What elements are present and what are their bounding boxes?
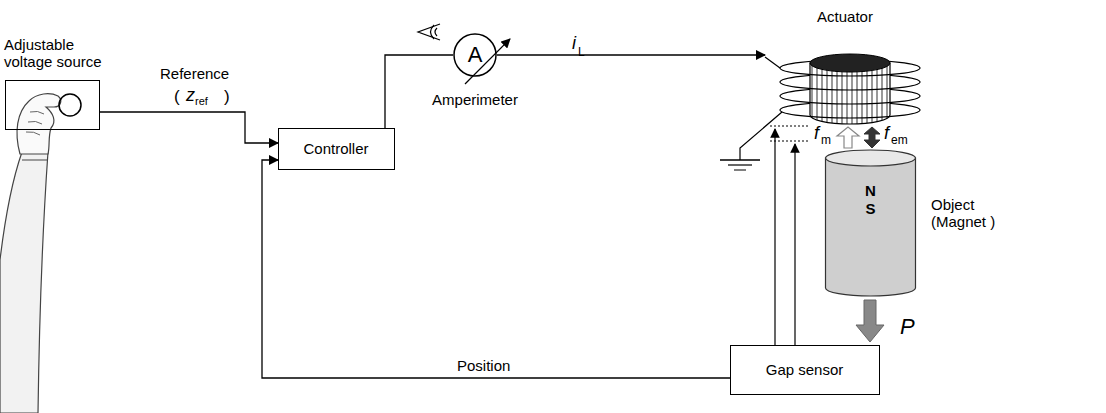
eye-symbol [418, 24, 440, 40]
variable-symbol: z [186, 86, 195, 104]
core-top [810, 54, 890, 72]
node-sublabel: Amperimeter [423, 91, 527, 108]
actuator-node: Actuator [765, 8, 925, 125]
node-sublabel: S [823, 200, 918, 217]
coil-winding [780, 68, 920, 76]
coil-lead [765, 57, 780, 68]
magnet-shape [823, 148, 918, 300]
magnet-top [826, 150, 916, 166]
gap-marker [770, 141, 808, 142]
variable-symbol: f [814, 124, 819, 142]
magnet-node: NSObject (Magnet ) [823, 148, 918, 300]
signal-wire [100, 112, 278, 143]
signal-label: m [821, 134, 831, 146]
ground-symbol [720, 159, 760, 161]
sensor-arrow [794, 144, 795, 345]
signal-label: ref [195, 96, 208, 107]
knob [59, 94, 81, 116]
node-label: Controller [303, 140, 368, 157]
signal-label: ) [224, 88, 230, 105]
node-label: Adjustable voltage source [4, 36, 116, 71]
hand [17, 94, 61, 154]
ground-wire [740, 112, 782, 160]
magnetic-force-arrow [837, 127, 859, 148]
signal-label: em [891, 134, 908, 146]
process-box: Adjustable voltage source [5, 80, 100, 130]
actuator-shape [765, 8, 925, 125]
ground-symbol [734, 170, 746, 171]
coil-winding [780, 96, 920, 104]
signal-wire [497, 54, 765, 55]
signal-wire [262, 160, 730, 378]
arm-sleeve [0, 152, 48, 413]
coil-winding [780, 82, 920, 90]
weight-arrow [856, 300, 884, 342]
magnet-body [826, 158, 916, 296]
ammeter-circle [454, 34, 496, 76]
signal-label: ( [174, 88, 180, 105]
circle-node: AAmperimeter [453, 33, 497, 77]
edge-label: Reference [158, 66, 231, 83]
node-label: A [468, 42, 483, 67]
finger-lines [26, 111, 44, 135]
meter-arrow [465, 39, 510, 84]
process-box: Controller [278, 128, 395, 170]
gap-marker [770, 126, 808, 127]
ground-symbol [728, 164, 752, 165]
signal-label: L [578, 46, 585, 58]
electromagnetic-force-arrow [864, 127, 880, 148]
node-label: Gap sensor [766, 361, 844, 378]
variable-symbol: f [884, 124, 889, 142]
coil-winding [780, 110, 920, 118]
sensor-arrow [774, 129, 775, 345]
node-label: Actuator [765, 8, 925, 25]
cuff-line [22, 160, 47, 161]
eye-lens [431, 25, 438, 39]
variable-symbol: P [900, 316, 915, 338]
edge-label: Position [455, 358, 512, 375]
process-box: Gap sensor [730, 345, 880, 395]
node-sublabel: Object (Magnet ) [931, 196, 1011, 231]
variable-symbol: i [572, 34, 576, 52]
node-label: N [823, 182, 918, 199]
